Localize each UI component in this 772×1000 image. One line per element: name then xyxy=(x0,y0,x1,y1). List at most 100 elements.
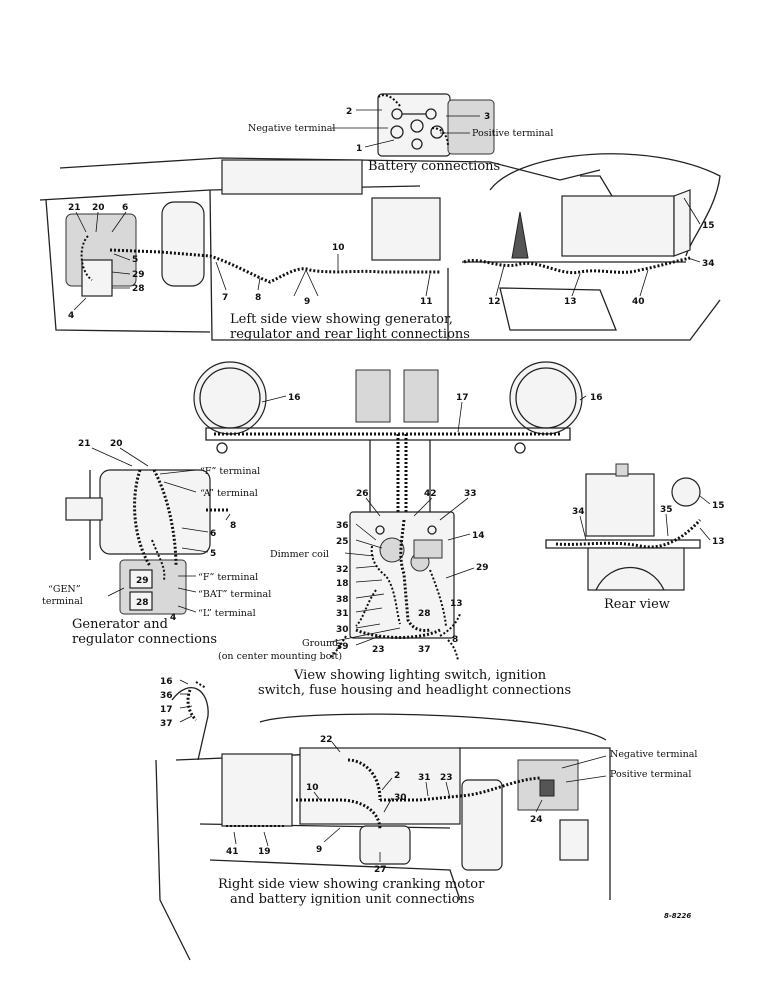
left-callout-40: 40 xyxy=(632,297,645,307)
left-callout-20: 20 xyxy=(92,203,105,213)
generator-callout-20: 20 xyxy=(110,439,123,449)
rear-callout-35: 35 xyxy=(660,505,673,515)
generator-caption-line-1: Generator and xyxy=(72,617,168,632)
right-side-caption-line-1: Right side view showing cranking motor xyxy=(218,877,485,892)
center-callout-18: 18 xyxy=(336,579,349,589)
left-callout-7: 7 xyxy=(222,293,228,303)
center-callout-31: 31 xyxy=(336,609,349,619)
right-callout-22: 22 xyxy=(320,735,333,745)
dimmer-coil-label: Dimmer coil xyxy=(270,549,329,560)
f-terminal-label-top: “F” terminal xyxy=(200,466,260,477)
right-callout-2: 2 xyxy=(394,771,400,781)
battery-view: 2 3 1 Negative terminal Positive termina… xyxy=(248,93,553,174)
headlight-callout-17: 17 xyxy=(456,393,469,403)
battery-negative-terminal-label: Negative terminal xyxy=(248,123,335,134)
generator-callout-29: 29 xyxy=(136,576,149,586)
right-negative-terminal-label: Negative terminal xyxy=(610,749,697,760)
right-side-view: 16 36 17 37 22 10 2 31 23 30 9 41 19 27 … xyxy=(155,677,697,961)
lighting-caption-line-1: View showing lighting switch, ignition xyxy=(293,668,547,683)
right-callout-37: 37 xyxy=(160,719,173,729)
gen-terminal-label-line-1: “GEN” xyxy=(48,584,81,595)
center-callout-26: 26 xyxy=(356,489,369,499)
right-callout-17: 17 xyxy=(160,705,173,715)
left-callout-6: 6 xyxy=(122,203,128,213)
f-terminal-label-regulator: “F” terminal xyxy=(198,572,258,583)
left-callout-5: 5 xyxy=(132,255,138,265)
headlight-callout-16-right: 16 xyxy=(590,393,603,403)
right-callout-19: 19 xyxy=(258,847,271,857)
generator-callout-8: 8 xyxy=(230,521,236,531)
right-callout-36: 36 xyxy=(160,691,173,701)
center-callout-37: 37 xyxy=(418,645,431,655)
center-callout-30: 30 xyxy=(336,625,349,635)
generator-callout-6: 6 xyxy=(210,529,216,539)
battery-callout-3: 3 xyxy=(484,112,490,122)
generator-callout-4: 4 xyxy=(170,613,176,623)
left-callout-4: 4 xyxy=(68,311,74,321)
center-callout-33: 33 xyxy=(464,489,477,499)
gen-terminal-label-line-2: terminal xyxy=(42,596,83,607)
center-callout-32: 32 xyxy=(336,565,349,575)
right-positive-terminal-label: Positive terminal xyxy=(610,769,691,780)
headlight-callout-16-left: 16 xyxy=(288,393,301,403)
left-callout-28: 28 xyxy=(132,284,145,294)
lighting-caption-line-2: switch, fuse housing and headlight conne… xyxy=(258,683,571,698)
headlight-assembly: 16 17 16 xyxy=(193,361,603,520)
generator-callout-21: 21 xyxy=(78,439,91,449)
left-callout-29: 29 xyxy=(132,270,145,280)
right-callout-23: 23 xyxy=(440,773,453,783)
battery-callout-1: 1 xyxy=(356,144,362,154)
right-callout-24: 24 xyxy=(530,815,543,825)
left-callout-10: 10 xyxy=(332,243,345,253)
figure-id: 8-8226 xyxy=(664,912,691,920)
center-callout-36: 36 xyxy=(336,521,349,531)
right-callout-16: 16 xyxy=(160,677,173,687)
left-callout-13: 13 xyxy=(564,297,577,307)
right-callout-31: 31 xyxy=(418,773,431,783)
rear-callout-34: 34 xyxy=(572,507,585,517)
right-callout-10: 10 xyxy=(306,783,319,793)
right-callout-9: 9 xyxy=(316,845,322,855)
generator-caption-line-2: regulator connections xyxy=(72,632,217,647)
left-callout-34: 34 xyxy=(702,259,715,269)
left-callout-9: 9 xyxy=(304,297,310,307)
battery-positive-terminal-label: Positive terminal xyxy=(472,128,553,139)
left-callout-11: 11 xyxy=(420,297,433,307)
left-callout-8: 8 xyxy=(255,293,261,303)
ground-label-line-2: (on center mounting bolt) xyxy=(218,651,342,662)
center-callout-23: 23 xyxy=(372,645,385,655)
right-callout-41: 41 xyxy=(226,847,239,857)
rear-callout-15: 15 xyxy=(712,501,725,511)
left-callout-15: 15 xyxy=(702,221,715,231)
battery-connections-caption: Battery connections xyxy=(368,159,500,174)
l-terminal-label: “L” terminal xyxy=(198,608,256,619)
center-callout-29: 29 xyxy=(476,563,489,573)
center-callout-8: 8 xyxy=(452,635,458,645)
rear-view-caption: Rear view xyxy=(604,597,670,612)
rear-view: 15 34 35 13 Rear view xyxy=(545,463,725,612)
generator-regulator-view: 21 20 8 6 5 29 28 4 “F” terminal “A” ter… xyxy=(42,439,271,647)
generator-callout-5: 5 xyxy=(210,549,216,559)
center-callout-25: 25 xyxy=(336,537,349,547)
a-terminal-label: “A” terminal xyxy=(200,488,258,499)
ground-label-line-1: Ground xyxy=(302,638,338,649)
right-callout-27: 27 xyxy=(374,865,387,875)
lighting-switch-view: 26 42 33 14 36 25 32 18 38 31 30 39 23 3… xyxy=(218,489,571,698)
center-callout-38: 38 xyxy=(336,595,349,605)
right-callout-30: 30 xyxy=(394,793,407,803)
right-side-caption-line-2: and battery ignition unit connections xyxy=(230,892,475,907)
battery-callout-2: 2 xyxy=(346,107,352,117)
left-callout-12: 12 xyxy=(488,297,501,307)
generator-callout-28: 28 xyxy=(136,598,149,608)
left-side-caption-line-2: regulator and rear light connections xyxy=(230,327,470,342)
left-callout-21: 21 xyxy=(68,203,81,213)
bat-terminal-label: “BAT” terminal xyxy=(198,589,271,600)
center-callout-28: 28 xyxy=(418,609,431,619)
center-callout-13: 13 xyxy=(450,599,463,609)
rear-callout-13: 13 xyxy=(712,537,725,547)
left-side-caption-line-1: Left side view showing generator, xyxy=(230,312,453,327)
left-side-view: 21 20 6 5 29 28 4 7 8 9 10 11 12 13 40 3… xyxy=(39,153,721,342)
center-callout-39: 39 xyxy=(336,642,349,652)
center-callout-42: 42 xyxy=(424,489,437,499)
